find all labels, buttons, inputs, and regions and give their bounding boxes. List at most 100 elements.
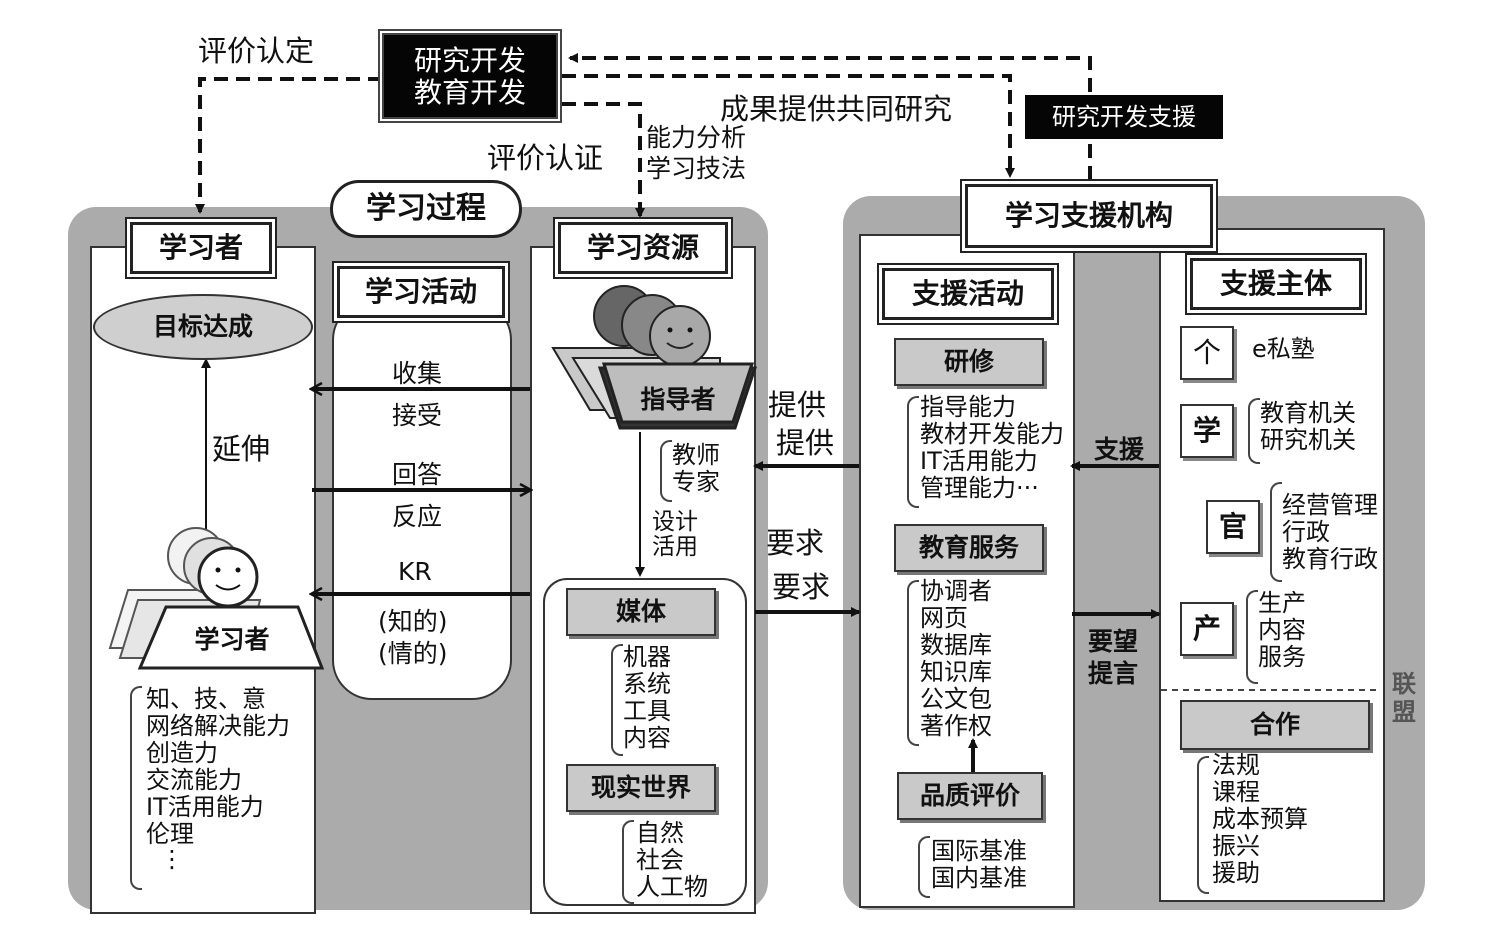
attr-7: ⋮ bbox=[160, 845, 184, 873]
rd-support-box: 研究开发支援 bbox=[1025, 95, 1223, 139]
learner-figure-label: 学习者 bbox=[194, 625, 270, 654]
government-box: 官 bbox=[1206, 500, 1260, 554]
training-item-4: 管理能力··· bbox=[920, 474, 1039, 502]
subjects-column bbox=[1159, 228, 1385, 902]
request-label-2: 要求 bbox=[772, 570, 831, 604]
quality-item-1: 国际基准 bbox=[931, 837, 1027, 865]
attr-5: IT活用能力 bbox=[146, 793, 264, 821]
academia-item-2: 研究机关 bbox=[1260, 426, 1356, 454]
affective-label: (情的) bbox=[378, 639, 448, 668]
learner-attributes: 知、技、意 网络解决能力 创造力 交流能力 IT活用能力 伦理 ⋮ bbox=[146, 685, 290, 873]
cooperation-item-2: 课程 bbox=[1212, 778, 1260, 806]
support-activities-title: 支援活动 bbox=[882, 268, 1054, 320]
quality-item-2: 国内基准 bbox=[931, 864, 1027, 892]
cooperation-bracket bbox=[1197, 756, 1209, 894]
attr-6: 伦理 bbox=[146, 820, 194, 848]
industry-box: 产 bbox=[1180, 602, 1234, 656]
academia-list: 教育机关 研究机关 bbox=[1260, 400, 1356, 454]
instructor-item-2: 专家 bbox=[672, 468, 720, 496]
kr-label: KR bbox=[398, 557, 432, 586]
real-world-box: 现实世界 bbox=[566, 764, 716, 812]
instructor-bracket bbox=[660, 440, 672, 502]
edu-service-item-3: 数据库 bbox=[920, 631, 992, 659]
edu-service-bracket bbox=[907, 580, 919, 746]
wishes-line-1: 要望 bbox=[1088, 627, 1139, 656]
media-box: 媒体 bbox=[566, 588, 716, 636]
government-item-1: 经营管理 bbox=[1282, 491, 1378, 519]
resources-title: 学习资源 bbox=[558, 222, 728, 274]
industry-list: 生产 内容 服务 bbox=[1258, 590, 1306, 671]
support-label: 支援 bbox=[1094, 435, 1145, 464]
accept-label: 接受 bbox=[392, 401, 443, 430]
support-subjects-title: 支援主体 bbox=[1190, 258, 1362, 310]
media-item-3: 工具 bbox=[623, 697, 671, 725]
goal-ellipse: 目标达成 bbox=[93, 294, 313, 360]
attr-2: 网络解决能力 bbox=[146, 712, 290, 740]
cooperation-item-1: 法规 bbox=[1212, 751, 1260, 779]
individual-list: e私塾 bbox=[1252, 336, 1315, 363]
academia-box: 学 bbox=[1180, 404, 1234, 458]
cognitive-label: (知的) bbox=[378, 607, 448, 636]
training-item-2: 教材开发能力 bbox=[920, 420, 1064, 448]
support-org-title: 学习支援机构 bbox=[965, 184, 1213, 248]
cooperation-box: 合作 bbox=[1180, 700, 1370, 750]
results-label: 成果提供共同研究 bbox=[720, 92, 953, 126]
rd-line-1: 研究开发 bbox=[413, 44, 526, 77]
provide-label-2: 提供 bbox=[776, 426, 835, 460]
ability-line-1: 能力分析 bbox=[646, 123, 747, 152]
government-item-2: 行政 bbox=[1282, 518, 1330, 546]
industry-item-2: 内容 bbox=[1258, 616, 1306, 644]
rd-box: 研究开发 教育开发 bbox=[382, 33, 558, 119]
cooperation-item-4: 振兴 bbox=[1212, 832, 1260, 860]
training-bracket bbox=[907, 396, 919, 508]
cooperation-item-5: 援助 bbox=[1212, 859, 1260, 887]
government-bracket bbox=[1270, 482, 1282, 582]
edu-service-item-6: 著作权 bbox=[920, 712, 992, 740]
attr-4: 交流能力 bbox=[146, 766, 242, 794]
training-box: 研修 bbox=[894, 338, 1044, 386]
provide-label-1: 提供 bbox=[768, 388, 827, 422]
media-item-2: 系统 bbox=[623, 670, 671, 698]
react-label: 反应 bbox=[392, 502, 443, 531]
ability-line-2: 学习技法 bbox=[646, 154, 747, 183]
request-label-1: 要求 bbox=[766, 526, 825, 560]
government-item-3: 教育行政 bbox=[1282, 545, 1378, 573]
real-world-bracket bbox=[622, 820, 634, 904]
design-line-2: 活用 bbox=[652, 534, 698, 560]
instructor-label: 指导者 bbox=[640, 385, 716, 414]
wishes-line-2: 提言 bbox=[1088, 659, 1139, 688]
media-item-1: 机器 bbox=[623, 643, 671, 671]
learning-activity-pill bbox=[332, 300, 512, 700]
edu-service-list: 协调者 网页 数据库 知识库 公文包 著作权 bbox=[920, 578, 992, 740]
real-world-item-2: 社会 bbox=[636, 846, 684, 874]
real-world-list: 自然 社会 人工物 bbox=[636, 820, 708, 901]
attr-1: 知、技、意 bbox=[146, 685, 266, 713]
training-item-3: IT活用能力 bbox=[920, 447, 1038, 475]
cooperation-item-3: 成本预算 bbox=[1212, 805, 1308, 833]
alliance-line-1: 联 bbox=[1392, 670, 1416, 698]
media-bracket bbox=[611, 644, 623, 756]
industry-bracket bbox=[1246, 590, 1258, 684]
quality-list: 国际基准 国内基准 bbox=[931, 838, 1027, 892]
government-list: 经营管理 行政 教育行政 bbox=[1282, 492, 1378, 573]
answer-label: 回答 bbox=[392, 460, 443, 489]
alliance-label: 联 盟 bbox=[1392, 670, 1416, 726]
attr-3: 创造力 bbox=[146, 739, 218, 767]
cooperation-list: 法规 课程 成本预算 振兴 援助 bbox=[1212, 752, 1308, 887]
instructor-item-1: 教师 bbox=[672, 441, 720, 469]
media-item-4: 内容 bbox=[623, 724, 671, 752]
edu-service-item-4: 知识库 bbox=[920, 658, 992, 686]
learning-activity-title: 学习活动 bbox=[337, 266, 505, 318]
edu-service-item-2: 网页 bbox=[920, 604, 968, 632]
ability-label: 能力分析 学习技法 bbox=[646, 122, 746, 184]
academia-item-1: 教育机关 bbox=[1260, 399, 1356, 427]
individual-box: 个 bbox=[1180, 326, 1234, 380]
training-list: 指导能力 教材开发能力 IT活用能力 管理能力··· bbox=[920, 394, 1064, 502]
quality-box: 品质评价 bbox=[897, 772, 1043, 820]
training-item-1: 指导能力 bbox=[920, 393, 1016, 421]
collect-label: 收集 bbox=[392, 359, 443, 388]
eval-certify-label: 评价认证 bbox=[487, 141, 604, 175]
real-world-item-3: 人工物 bbox=[636, 873, 708, 901]
design-line-1: 设计 bbox=[652, 509, 698, 535]
